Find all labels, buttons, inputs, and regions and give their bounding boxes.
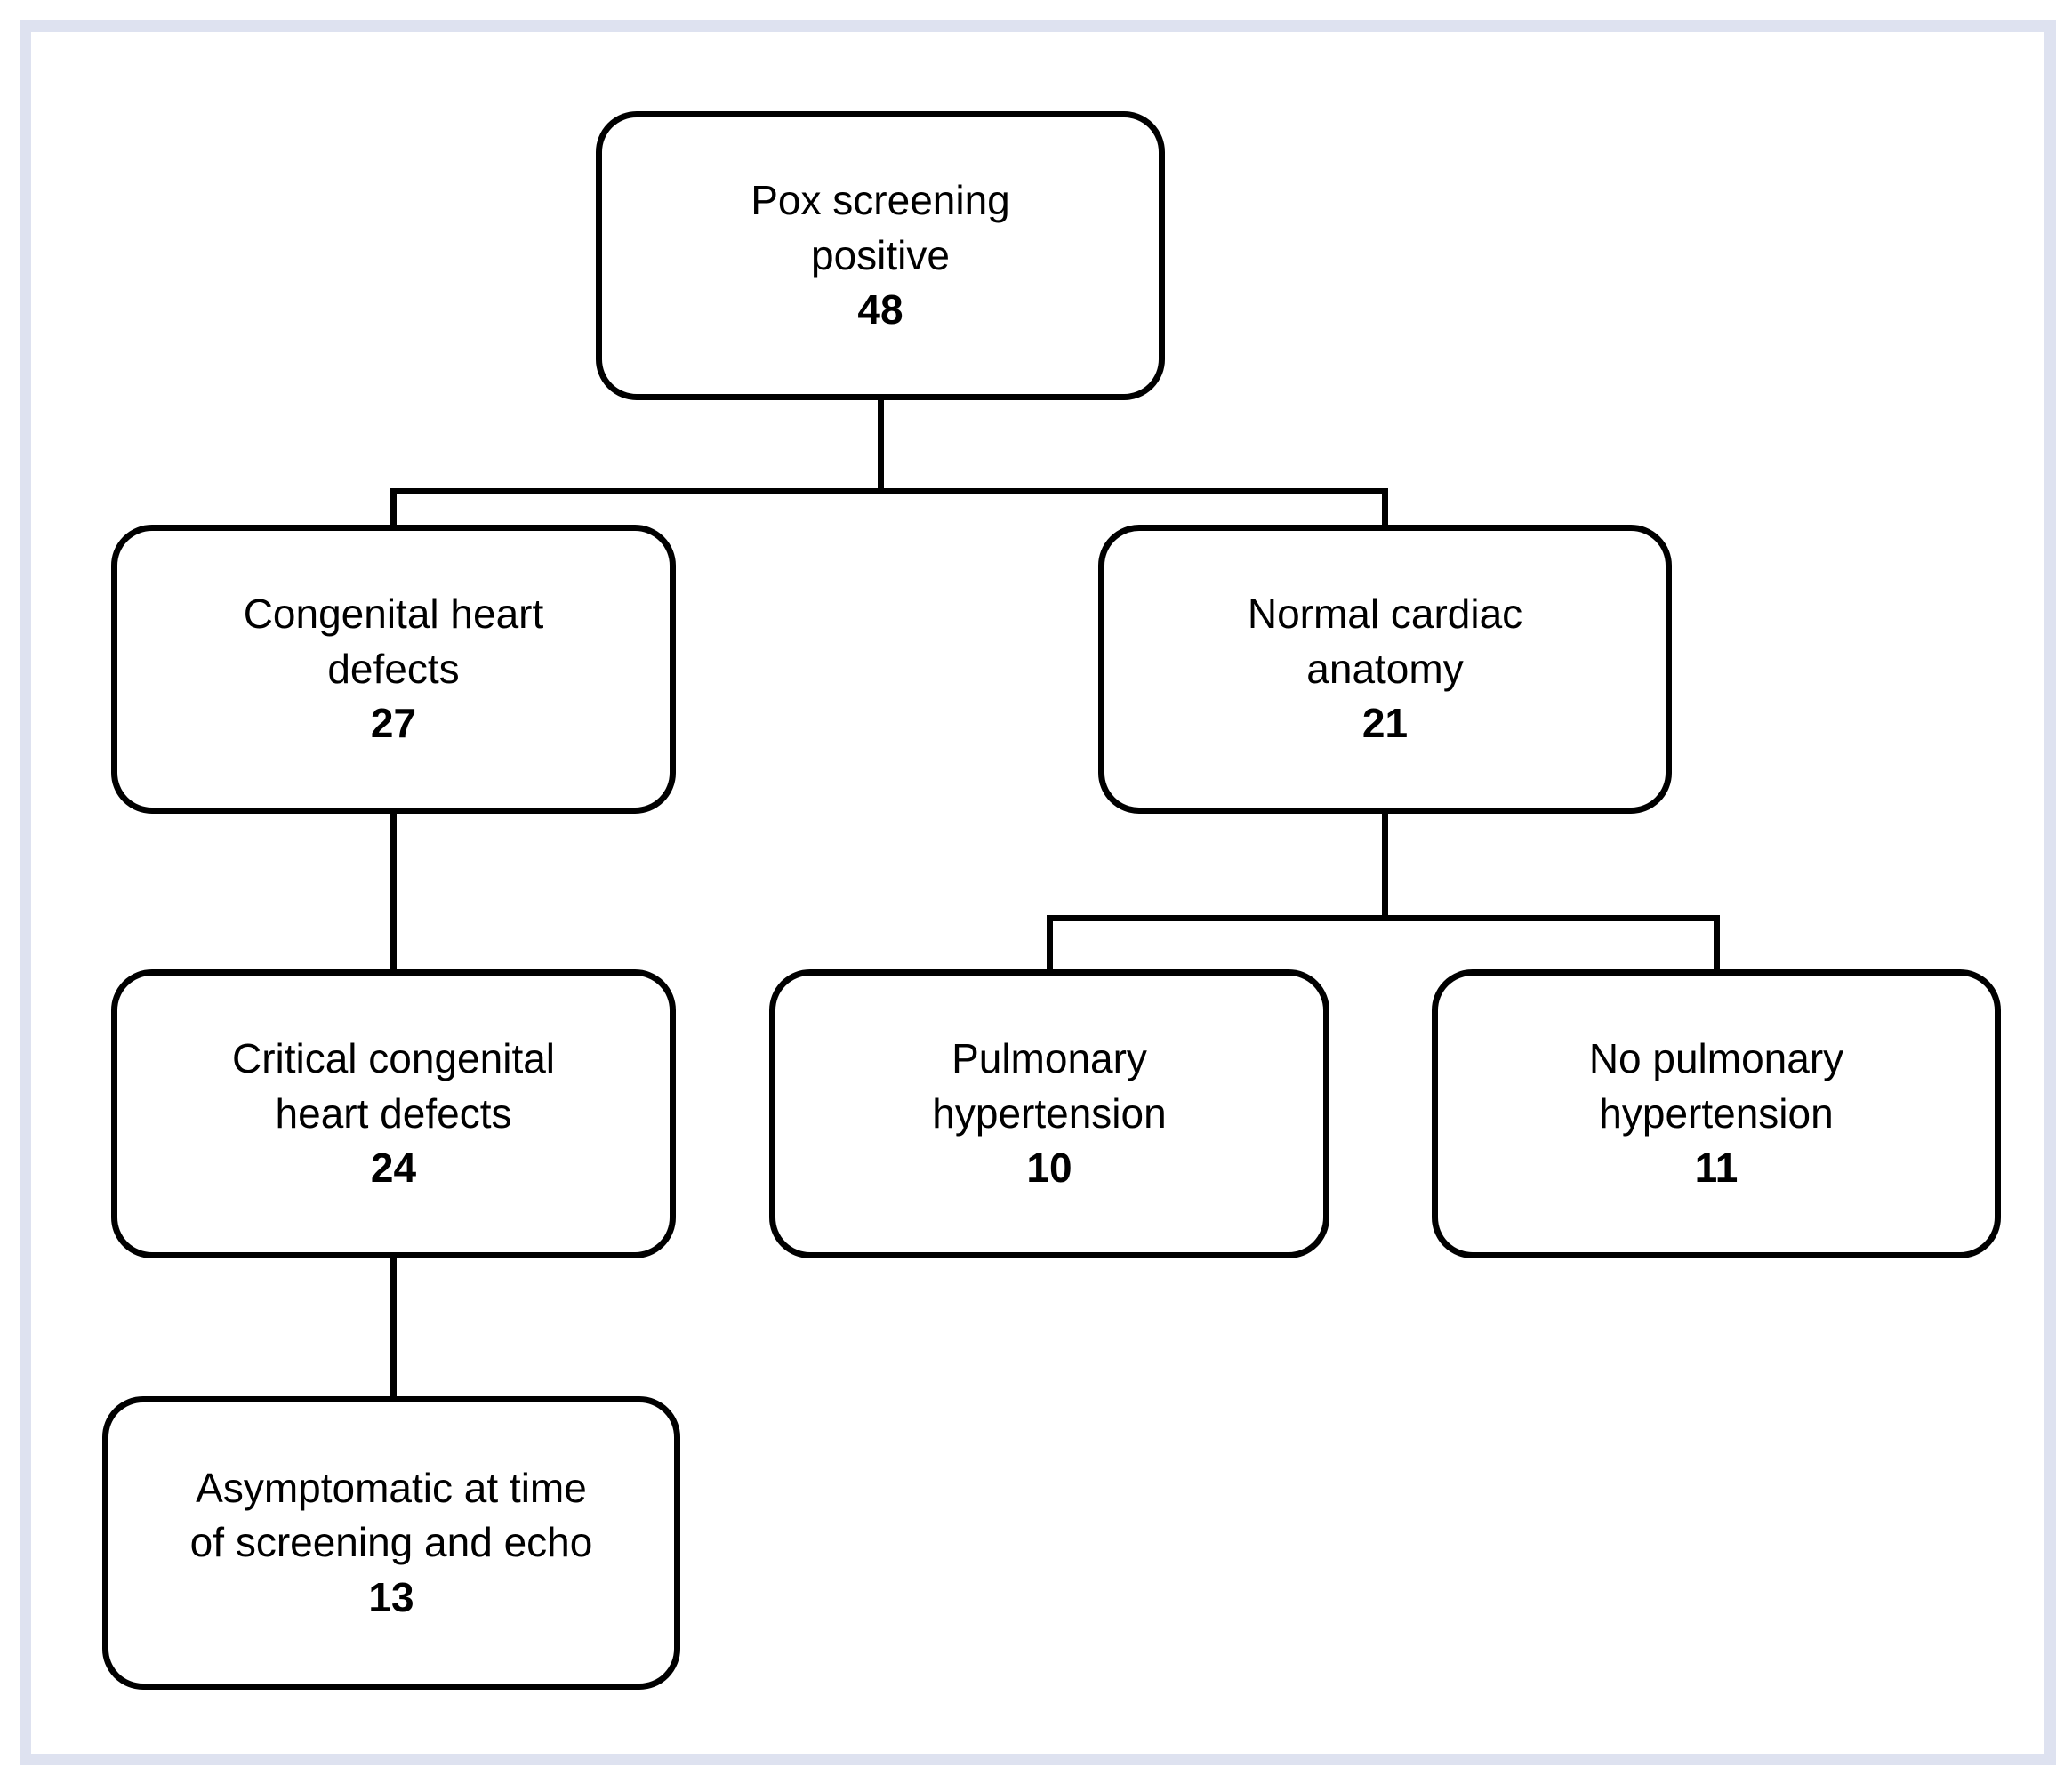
edge-to-congenital-stub	[390, 488, 397, 528]
node-critical-congenital-heart-defects: Critical congenital heart defects 24	[111, 969, 676, 1258]
edge-to-pulmonary-stub	[1047, 915, 1053, 973]
node-no-pulmonary-hypertension: No pulmonary hypertension 11	[1432, 969, 2001, 1258]
figure-frame	[20, 20, 2056, 1765]
node-pox-screening-positive: Pox screening positive 48	[596, 111, 1165, 400]
node-count: 48	[857, 286, 903, 333]
node-label: Normal cardiac anatomy	[1247, 591, 1523, 692]
node-label: Asymptomatic at time of screening and ec…	[189, 1464, 593, 1566]
node-count: 27	[370, 700, 417, 747]
edge-anatomy-children-horizontal	[1047, 915, 1720, 921]
node-label: Pox screening positive	[751, 177, 1010, 278]
edge-critical-to-asymptomatic	[390, 1256, 397, 1396]
node-label: Critical congenital heart defects	[231, 1035, 556, 1137]
edge-congenital-to-critical	[390, 811, 397, 973]
edge-pox-down-stem	[878, 398, 884, 494]
node-pulmonary-hypertension: Pulmonary hypertension 10	[769, 969, 1329, 1258]
edge-to-normal-anatomy-stub	[1382, 488, 1388, 528]
edge-normal-anatomy-down-stem	[1382, 811, 1388, 921]
node-count: 10	[1026, 1145, 1072, 1192]
node-count: 11	[1694, 1145, 1739, 1192]
node-label: Congenital heart defects	[243, 591, 544, 692]
edge-to-no-pulmonary-stub	[1714, 915, 1720, 973]
node-normal-cardiac-anatomy: Normal cardiac anatomy 21	[1098, 525, 1672, 814]
node-count: 13	[368, 1573, 414, 1620]
node-congenital-heart-defects: Congenital heart defects 27	[111, 525, 676, 814]
node-count: 24	[370, 1145, 417, 1192]
edge-pox-children-horizontal	[390, 488, 1388, 494]
node-asymptomatic-at-screening-and-echo: Asymptomatic at time of screening and ec…	[102, 1396, 680, 1690]
node-label: No pulmonary hypertension	[1588, 1035, 1844, 1137]
node-label: Pulmonary hypertension	[932, 1035, 1167, 1137]
node-count: 21	[1361, 700, 1409, 747]
